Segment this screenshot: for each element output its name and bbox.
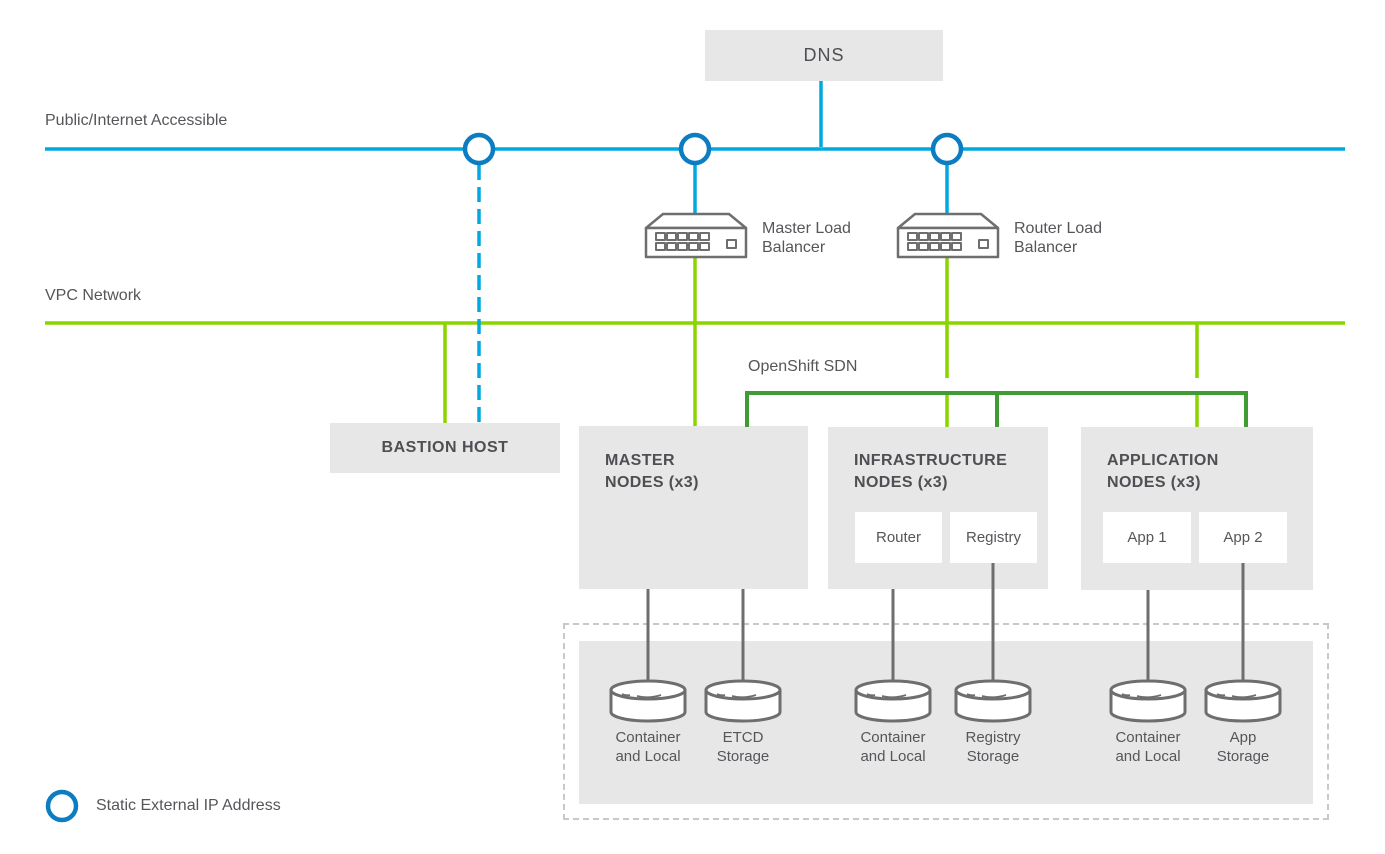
router-service-box: Router (855, 512, 942, 563)
vpc-network-zone-label: VPC Network (45, 287, 142, 304)
application-nodes-box: APPLICATION NODES (x3) (1081, 427, 1313, 590)
infrastructure-nodes-label: INFRASTRUCTURE NODES (x3) (854, 452, 1008, 491)
application-nodes-label: APPLICATION NODES (x3) (1107, 452, 1219, 491)
infrastructure-nodes-box: INFRASTRUCTURE NODES (x3) (828, 427, 1048, 589)
master-nodes-label: MASTER NODES (x3) (605, 452, 699, 491)
master-load-balancer-label: Master Load Balancer (762, 220, 851, 256)
dns-box: DNS (705, 30, 943, 81)
app1-service-box: App 1 (1103, 512, 1191, 563)
master-nodes-box: MASTER NODES (x3) (579, 426, 808, 589)
storage-label-container-local-1: Container and Local (615, 729, 681, 765)
storage-label-container-local-2: Container and Local (860, 729, 926, 765)
static-ip-circle-1 (462, 132, 496, 166)
storage-label-etcd: ETCD Storage (716, 729, 770, 765)
router-load-balancer-icon (896, 212, 1000, 259)
public-internet-zone-label: Public/Internet Accessible (45, 112, 228, 129)
storage-boundary-box (563, 623, 1329, 820)
dns-label: DNS (803, 45, 845, 65)
bastion-host-box: BASTION HOST (330, 423, 560, 473)
master-load-balancer-icon (644, 212, 748, 259)
bastion-host-label: BASTION HOST (381, 439, 509, 456)
app2-service-box: App 2 (1199, 512, 1287, 563)
openshift-sdn-links (745, 391, 1248, 427)
storage-label-app: App Storage (1216, 729, 1270, 765)
storage-label-container-local-3: Container and Local (1115, 729, 1181, 765)
storage-background-band (579, 641, 1313, 804)
static-ip-circle-2 (678, 132, 712, 166)
router-load-balancer-label: Router Load Balancer (1014, 220, 1103, 256)
openshift-sdn-label: OpenShift SDN (748, 358, 858, 375)
storage-label-registry: Registry Storage (965, 729, 1021, 765)
static-ip-circle-3 (930, 132, 964, 166)
legend-static-ip-icon (45, 789, 79, 823)
legend-static-ip-label: Static External IP Address (96, 797, 281, 814)
registry-service-box: Registry (950, 512, 1037, 563)
